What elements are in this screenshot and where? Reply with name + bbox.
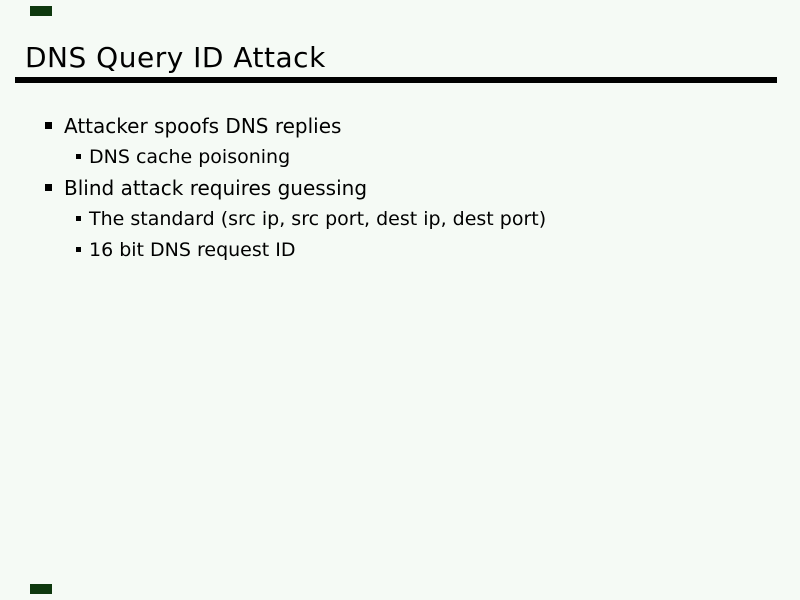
corner-tab-bottom-icon [30,584,52,594]
bullet-text: Attacker spoofs DNS replies [64,113,342,138]
bullet-item: 16 bit DNS request ID [45,234,780,265]
corner-tab-top-icon [30,6,52,16]
bullet-item: DNS cache poisoning [45,141,780,172]
bullet-square-icon [76,154,81,159]
bullet-item: The standard (src ip, src port, dest ip,… [45,203,780,234]
bullet-item: Blind attack requires guessing [45,172,780,203]
bullet-square-icon [45,184,52,191]
bullet-text: Blind attack requires guessing [64,175,368,200]
bullet-text: DNS cache poisoning [89,145,291,168]
bullet-text: The standard (src ip, src port, dest ip,… [89,207,547,230]
bullet-item: Attacker spoofs DNS replies [45,110,780,141]
title-underline-rule [15,77,777,83]
bullet-square-icon [76,247,81,252]
bullet-square-icon [76,216,81,221]
bullet-square-icon [45,122,52,129]
slide-title: DNS Query ID Attack [25,41,326,74]
bullet-text: 16 bit DNS request ID [89,238,296,261]
